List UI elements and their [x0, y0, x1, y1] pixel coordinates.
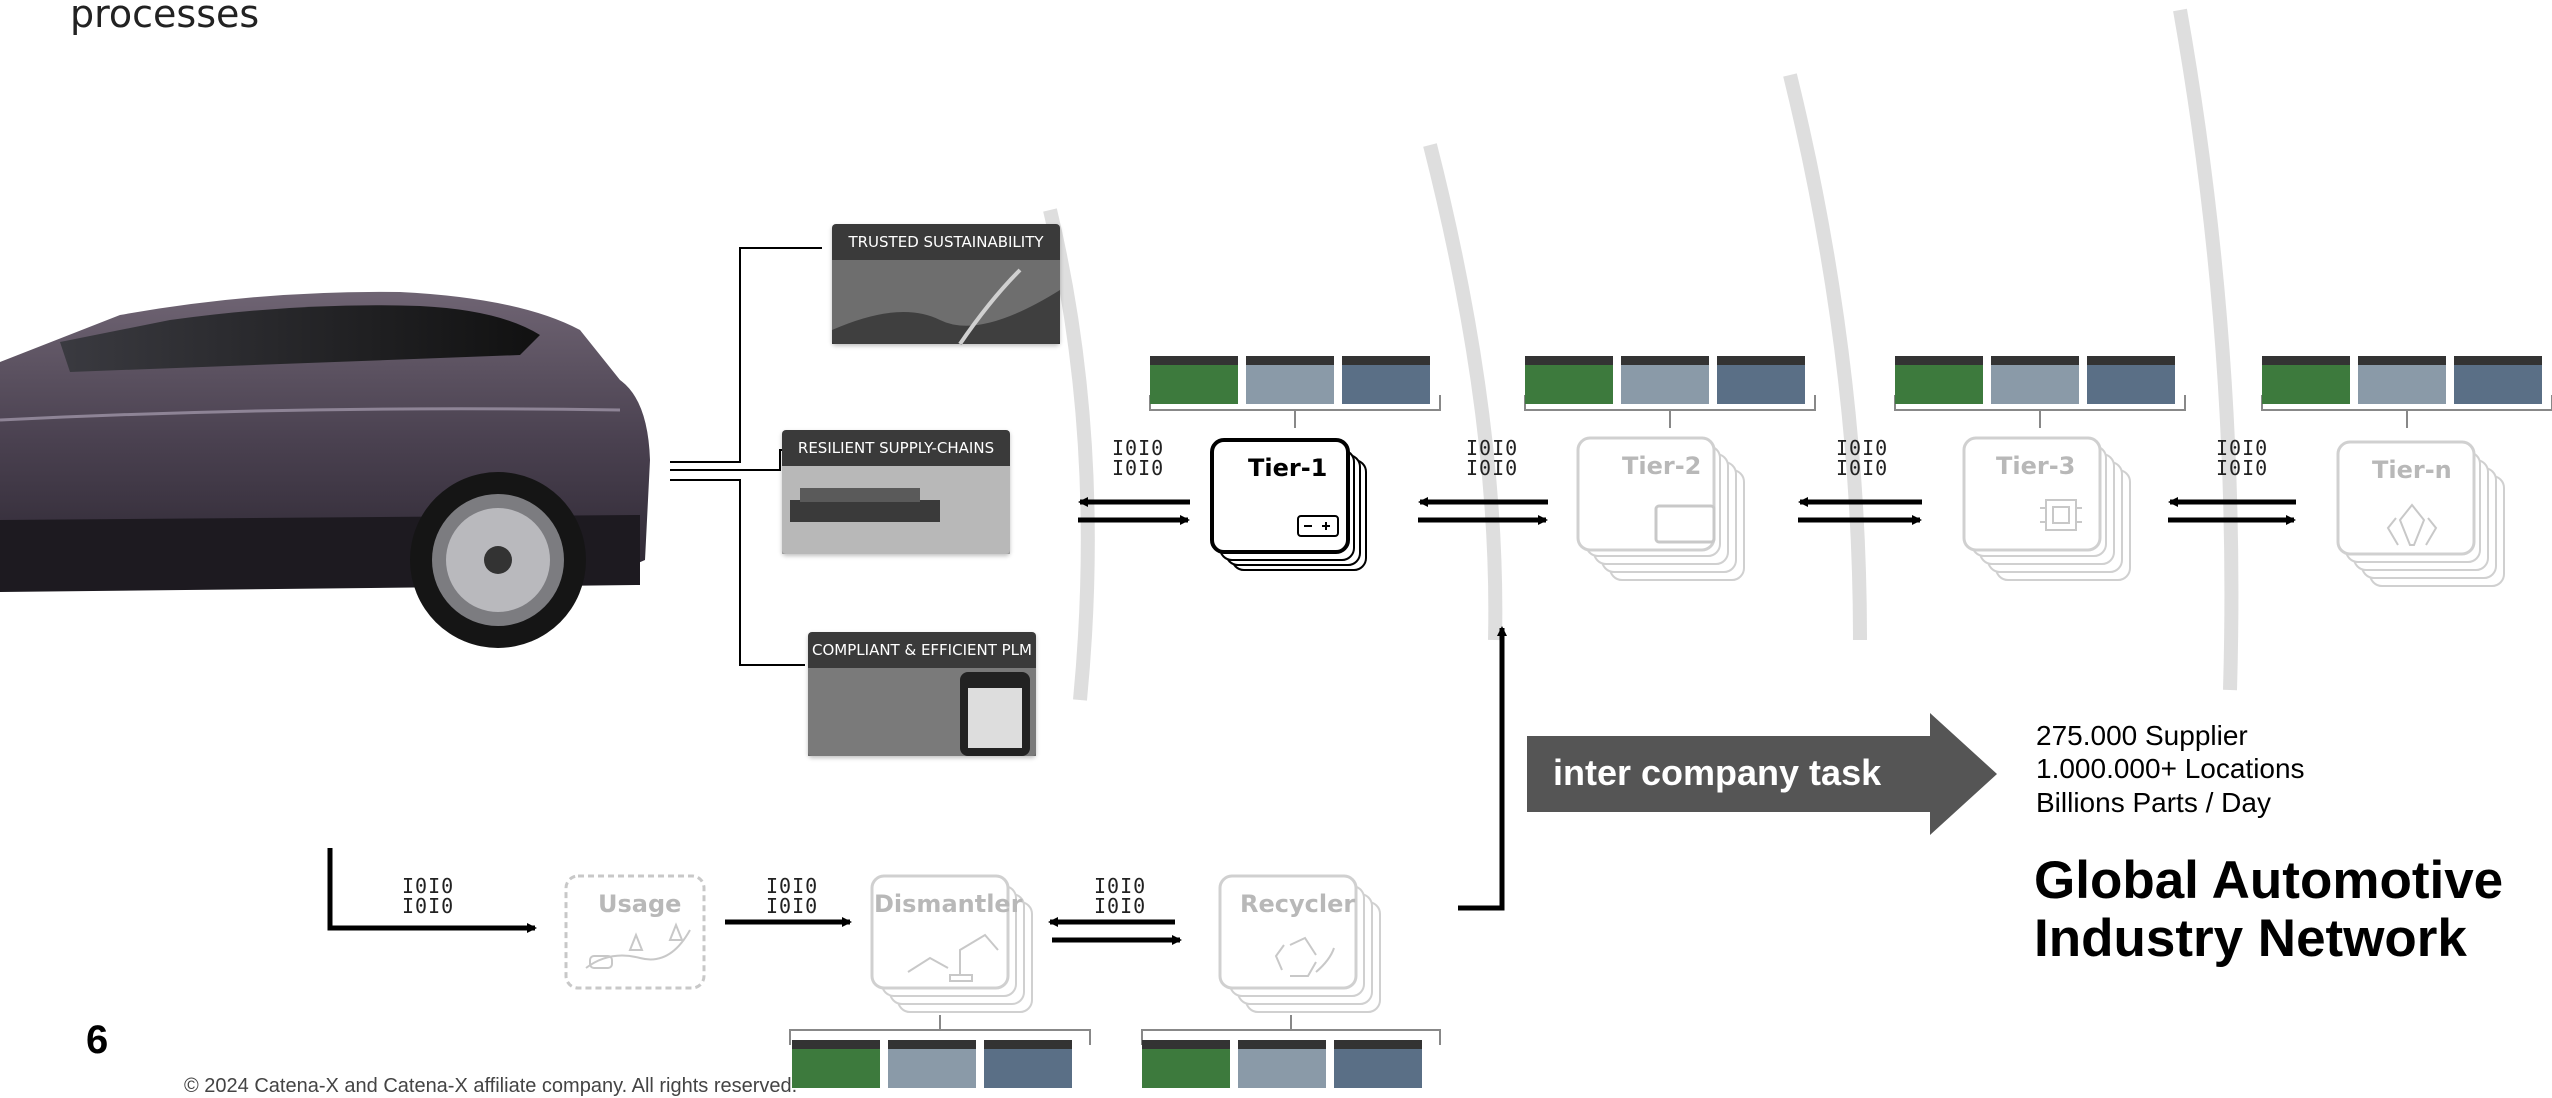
task-arrow-shape	[1527, 713, 1997, 835]
tier-2-label: Tier-2	[1622, 452, 1702, 480]
crystal-icon	[2386, 503, 2438, 546]
tier-data-arrows	[1078, 497, 2296, 525]
mini-thumbnail	[2358, 356, 2446, 404]
inter-company-task-label: inter company task	[1553, 752, 1882, 793]
mini-thumbnail	[1142, 1040, 1230, 1088]
separator-arc	[1043, 208, 1095, 701]
stat-suppliers: 275.000 Supplier	[2036, 720, 2248, 751]
recycle-icon	[1274, 936, 1335, 977]
network-title-line1: Global Automotive	[2034, 851, 2504, 910]
battery-icon	[1297, 515, 1339, 537]
robot-arm-icon	[907, 933, 999, 982]
copyright-text: © 2024 Catena-X and Catena-X affiliate c…	[184, 1075, 798, 1097]
network-title-line2: Industry Network	[2034, 909, 2467, 968]
thumb-resilient-supply-chains: RESILIENT SUPPLY-CHAINS	[782, 430, 1010, 554]
car-image	[0, 291, 650, 648]
dismantler-label: Dismantler	[874, 890, 1023, 918]
thumb-caption: TRUSTED SUSTAINABILITY	[832, 224, 1060, 260]
stat-parts: Billions Parts / Day	[2036, 787, 2271, 818]
tier-3-label: Tier-3	[1996, 452, 2076, 480]
display-icon	[1654, 504, 1716, 544]
thumb-trusted-sustainability: TRUSTED SUSTAINABILITY	[832, 224, 1060, 344]
mini-thumbnail	[2087, 356, 2175, 404]
mini-thumbnail	[1621, 356, 1709, 404]
thumb-compliant-plm: COMPLIANT & EFFICIENT PLM	[808, 632, 1036, 756]
mini-thumbnail	[1895, 356, 1983, 404]
chip-icon	[2040, 499, 2082, 531]
thumb-plm-image	[808, 668, 1036, 756]
thumb-caption: COMPLIANT & EFFICIENT PLM	[808, 632, 1036, 668]
slide-title-fragment: processes	[70, 0, 260, 36]
mini-thumbnail	[888, 1040, 976, 1088]
separator-arc	[2173, 8, 2239, 691]
mini-thumbnail	[2454, 356, 2542, 404]
thumb-caption: RESILIENT SUPPLY-CHAINS	[782, 430, 1010, 466]
mini-thumbnail	[2262, 356, 2350, 404]
lifecycle-arrows	[327, 626, 1507, 945]
tier-1-label: Tier-1	[1248, 454, 1328, 482]
mini-thumbnail	[984, 1040, 1072, 1088]
mini-thumbnail	[1238, 1040, 1326, 1088]
separator-arc	[1423, 143, 1503, 641]
tier-2-stack	[1576, 436, 1745, 581]
mini-thumbnail	[1246, 356, 1334, 404]
mini-thumbnail	[1334, 1040, 1422, 1088]
mini-thumbnail	[1525, 356, 1613, 404]
separator-arc	[1783, 73, 1867, 641]
mini-thumbnail	[1991, 356, 2079, 404]
road-icon	[585, 922, 691, 969]
stat-locations: 1.000.000+ Locations	[2036, 753, 2305, 784]
tier-n-label: Tier-n	[2372, 456, 2452, 484]
tier-n-stack	[2336, 440, 2505, 587]
thumb-forest-image	[832, 260, 1060, 346]
dismantler-stack	[870, 874, 1033, 1013]
tier-1-stack	[1210, 438, 1367, 571]
mini-thumbnail	[1342, 356, 1430, 404]
page-number: 6	[86, 1018, 109, 1062]
usage-label: Usage	[598, 890, 682, 918]
mini-thumbnail	[1150, 356, 1238, 404]
mini-thumbnail	[1717, 356, 1805, 404]
mini-thumbnail	[792, 1040, 880, 1088]
recycler-label: Recycler	[1240, 890, 1356, 918]
thumb-ship-image	[782, 466, 1010, 554]
